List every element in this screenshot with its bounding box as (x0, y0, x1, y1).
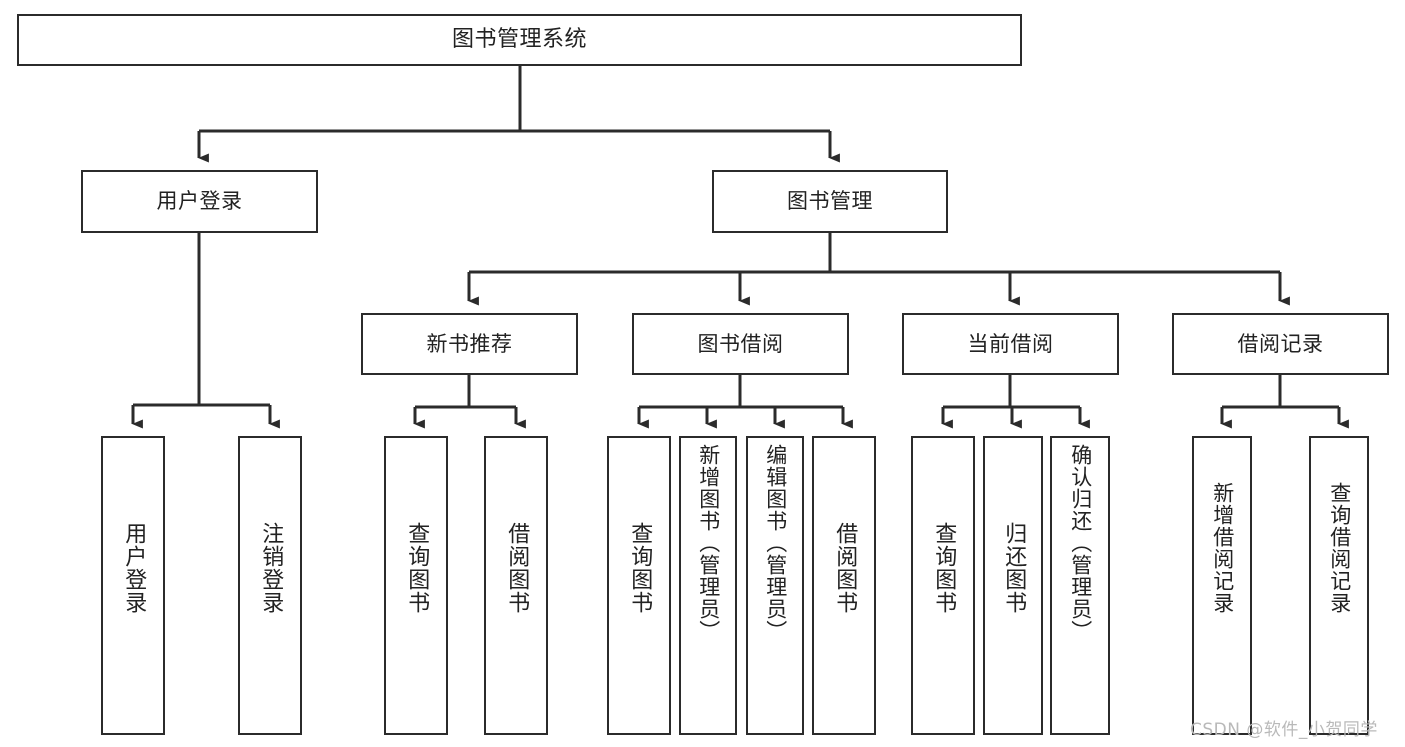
node-label: 图书管理系统 (451, 27, 587, 53)
node-current-borrow[interactable]: 当前借阅 (902, 313, 1119, 375)
leaf-user-login[interactable]: 用户登录 (101, 436, 165, 735)
node-label: 借阅图书 (832, 522, 858, 614)
node-label: 确认归还（管理员） (1068, 444, 1093, 642)
leaf-add-book[interactable]: 新增图书（管理员） (679, 436, 737, 735)
node-label: 新增借阅记录 (1210, 482, 1235, 614)
leaf-borrow-book-1[interactable]: 借阅图书 (484, 436, 548, 735)
csdn-watermark: CSDN @软件_小贺同学 (1190, 720, 1378, 740)
leaf-borrow-book-2[interactable]: 借阅图书 (812, 436, 876, 735)
leaf-query-book-1[interactable]: 查询图书 (384, 436, 448, 735)
node-book-manage[interactable]: 图书管理 (712, 170, 948, 233)
leaf-edit-book[interactable]: 编辑图书（管理员） (746, 436, 804, 735)
leaf-confirm-return[interactable]: 确认归还（管理员） (1050, 436, 1110, 735)
node-label: 归还图书 (1001, 522, 1027, 614)
node-label: 图书管理 (787, 189, 873, 214)
node-label: 用户登录 (156, 189, 243, 214)
node-borrow-record[interactable]: 借阅记录 (1172, 313, 1389, 375)
node-label: 注销登录 (258, 522, 284, 614)
node-label: 当前借阅 (967, 331, 1054, 356)
leaf-query-book-3[interactable]: 查询图书 (911, 436, 975, 735)
node-label: 查询图书 (404, 522, 430, 614)
node-label: 新书推荐 (426, 331, 513, 356)
leaf-add-record[interactable]: 新增借阅记录 (1192, 436, 1252, 735)
leaf-return-book[interactable]: 归还图书 (983, 436, 1043, 735)
node-root-system[interactable]: 图书管理系统 (17, 14, 1022, 66)
node-label: 编辑图书（管理员） (763, 444, 788, 642)
node-label: 查询图书 (931, 522, 957, 614)
node-label: 查询借阅记录 (1327, 482, 1352, 614)
node-user-login[interactable]: 用户登录 (81, 170, 318, 233)
node-new-book-recommend[interactable]: 新书推荐 (361, 313, 578, 375)
leaf-query-book-2[interactable]: 查询图书 (607, 436, 671, 735)
node-label: 查询图书 (627, 522, 653, 614)
node-label: 用户登录 (121, 522, 147, 614)
node-label: 新增图书（管理员） (696, 444, 721, 642)
node-label: 图书借阅 (697, 331, 784, 356)
node-book-borrow[interactable]: 图书借阅 (632, 313, 849, 375)
leaf-logout-login[interactable]: 注销登录 (238, 436, 302, 735)
node-label: 借阅图书 (504, 522, 530, 614)
leaf-query-record[interactable]: 查询借阅记录 (1309, 436, 1369, 735)
node-label: 借阅记录 (1237, 331, 1324, 356)
